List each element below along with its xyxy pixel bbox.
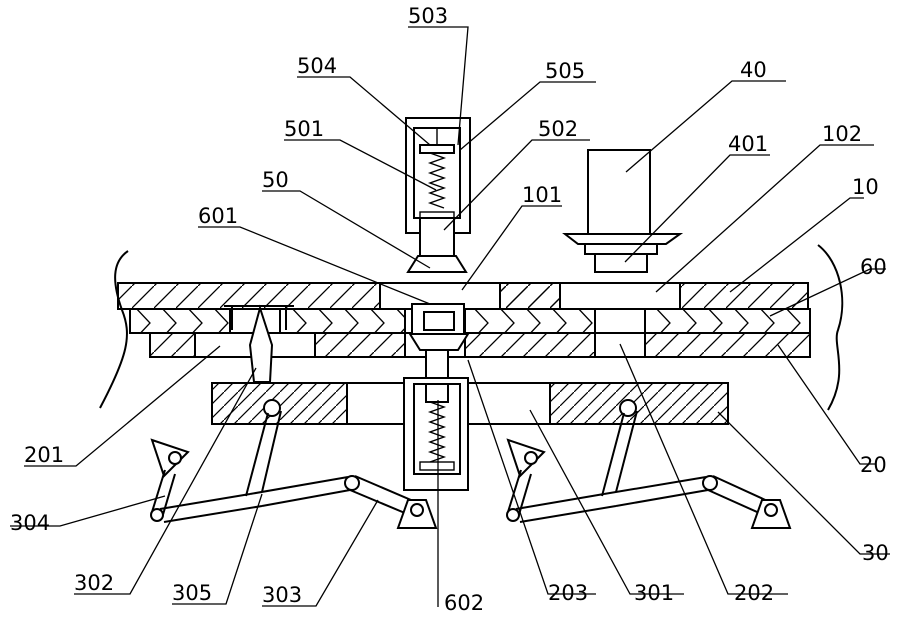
label-303: 303: [262, 583, 302, 607]
press-head-assembly: [406, 118, 470, 272]
label-602: 602: [444, 591, 484, 615]
label-50: 50: [262, 168, 289, 192]
label-203: 203: [548, 581, 588, 605]
label-503: 503: [408, 4, 448, 28]
label-305: 305: [172, 581, 212, 605]
label-101: 101: [522, 183, 562, 207]
label-504: 504: [297, 54, 337, 78]
label-30: 30: [862, 541, 889, 565]
lower-spring-assembly: [404, 378, 468, 490]
label-201: 201: [24, 443, 64, 467]
label-40: 40: [740, 58, 767, 82]
label-505: 505: [545, 59, 585, 83]
label-20: 20: [860, 453, 887, 477]
label-302: 302: [74, 571, 114, 595]
element-40: [565, 150, 680, 272]
label-202: 202: [734, 581, 774, 605]
label-10: 10: [852, 175, 879, 199]
label-304: 304: [10, 511, 50, 535]
label-401: 401: [728, 132, 768, 156]
label-60: 60: [860, 255, 887, 279]
label-301: 301: [634, 581, 674, 605]
label-601: 601: [198, 204, 238, 228]
label-102: 102: [822, 122, 862, 146]
label-502: 502: [538, 117, 578, 141]
support-bar-30: [212, 383, 728, 424]
label-501: 501: [284, 117, 324, 141]
